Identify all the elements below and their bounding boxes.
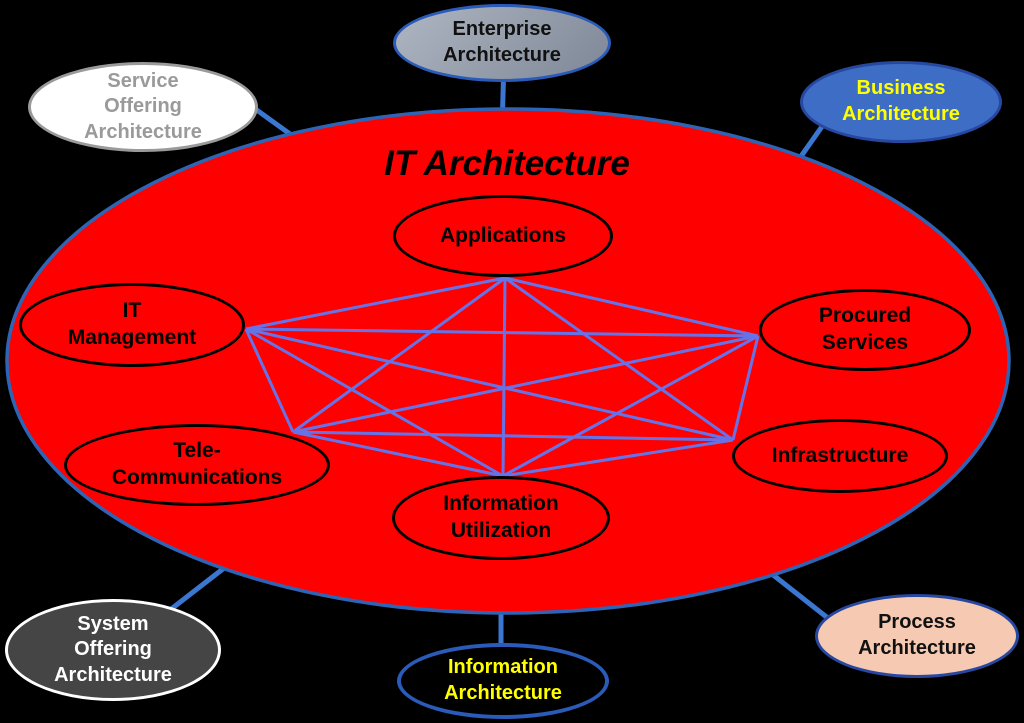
web-edge-procured-services--information-utilization [502,334,759,478]
inner-node-procured-services: Procured Services [759,289,971,371]
satellite-business-architecture: Business Architecture [800,61,1002,143]
inner-node-it-management: IT Management [19,283,245,367]
web-edge-applications--infrastructure [504,276,734,442]
satellite-process-architecture-label: Process Architecture [858,611,976,659]
web-edge-infrastructure--information-utilization [502,438,734,478]
web-edge-it-management--procured-services [245,327,759,338]
inner-node-infrastructure-label: Infrastructure [771,443,909,467]
inner-node-information-utilization: Information Utilization [392,476,610,560]
web-edge-applications--tele-communications [292,276,506,434]
diagram-title: IT Architecture [384,144,630,183]
web-edge-applications--it-management [245,276,506,331]
inner-node-it-management-label: IT Management [67,299,197,349]
inner-node-applications: Applications [393,195,613,277]
web-edge-it-management--information-utilization [245,327,504,478]
satellite-business-architecture-label: Business Architecture [842,77,960,125]
satellite-enterprise-architecture: Enterprise Architecture [393,4,611,82]
satellite-service-offering-architecture: Service Offering Architecture [28,62,258,152]
inner-node-tele-communications-label: Tele- Communications [111,439,283,489]
inner-node-infrastructure: Infrastructure [732,419,948,493]
web-edge-tele-communications--information-utilization [292,430,504,478]
web-edge-applications--information-utilization [501,277,507,477]
inner-node-applications-label: Applications [439,223,566,247]
web-edge-it-management--infrastructure [245,327,734,442]
web-edge-tele-communications--infrastructure [292,430,734,442]
satellite-system-offering-architecture-label: System Offering Architecture [54,612,172,686]
inner-node-procured-services-label: Procured Services [818,304,912,354]
satellite-information-architecture: Information Architecture [397,643,609,719]
satellite-enterprise-architecture-label: Enterprise Architecture [443,18,561,66]
inner-node-tele-communications: Tele- Communications [64,424,330,506]
satellite-system-offering-architecture: System Offering Architecture [5,599,221,701]
web-edge-it-management--tele-communications [244,328,295,433]
inner-node-information-utilization-label: Information Utilization [443,492,559,542]
web-edge-procured-services--infrastructure [731,335,760,441]
satellite-process-architecture: Process Architecture [815,594,1019,678]
web-edge-applications--procured-services [504,276,759,338]
web-edge-procured-services--tele-communications [292,334,759,434]
satellite-service-offering-architecture-label: Service Offering Architecture [84,69,202,143]
satellite-information-architecture-label: Information Architecture [444,656,562,704]
